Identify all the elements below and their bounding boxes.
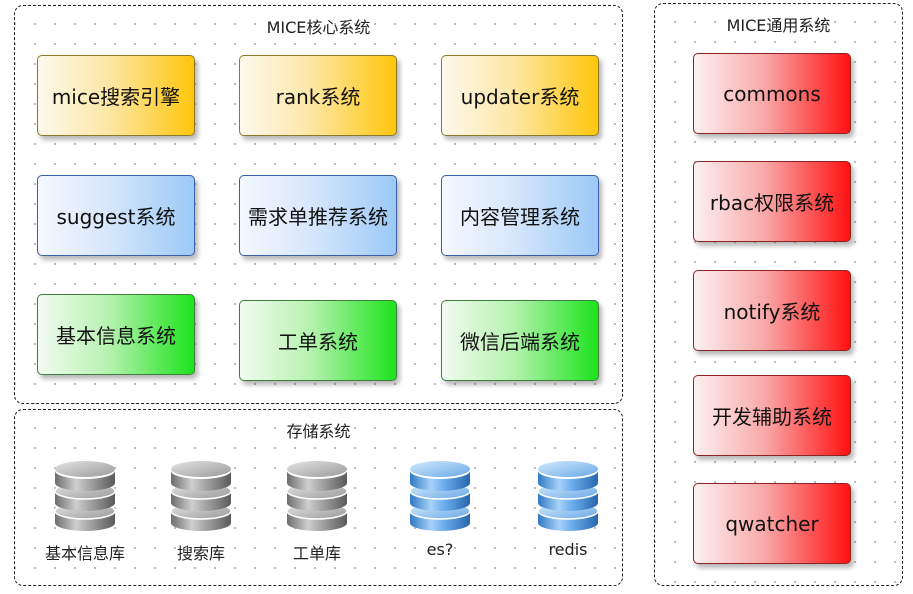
common-box-commons: commons [693,53,851,134]
core-box-basic-info: 基本信息系统 [37,294,195,375]
core-box-mice-search: mice搜索引擎 [37,55,195,136]
database-label: 工单库 [292,544,341,563]
database-label: es? [426,540,454,559]
common-box-rbac: rbac权限系统 [693,161,851,242]
database-gray-icon [285,458,349,534]
core-box-suggest: suggest系统 [37,175,195,256]
database-blue-icon [408,458,472,534]
core-box-wechat-backend: 微信后端系统 [441,300,599,381]
core-box-rank: rank系统 [239,55,397,136]
database-label: 基本信息库 [44,544,125,563]
core-box-work-order: 工单系统 [239,300,397,381]
database-gray-icon [53,458,117,534]
core-panel-title: MICE核心系统 [266,18,371,37]
common-box-notify: notify系统 [693,270,851,351]
common-panel-title: MICE通用系统 [726,16,831,35]
core-box-demand-recommend: 需求单推荐系统 [239,175,397,256]
core-box-content-management: 内容管理系统 [441,175,599,256]
database-blue-icon [536,458,600,534]
database-label: redis [548,540,588,559]
common-box-dev-assist: 开发辅助系统 [693,375,851,456]
database-gray-icon [169,458,233,534]
core-box-updater: updater系统 [441,55,599,136]
storage-panel-title: 存储系统 [286,422,351,441]
common-box-qwatcher: qwatcher [693,483,851,564]
database-label: 搜索库 [176,544,225,563]
